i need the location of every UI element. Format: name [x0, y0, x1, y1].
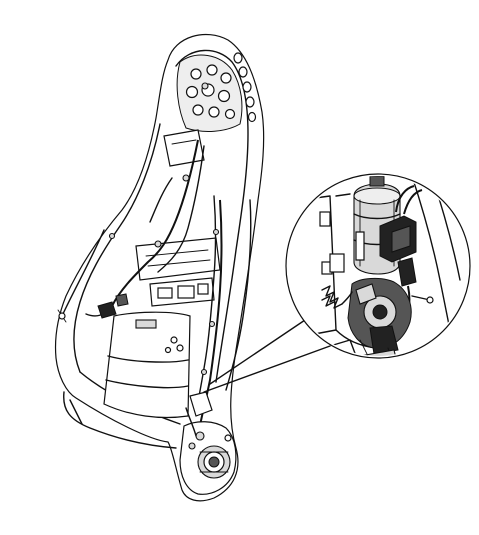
- callout-circle: [285, 173, 471, 359]
- callout-leader: [203, 317, 331, 393]
- recliner-gear: [347, 277, 412, 356]
- head-restraint-area: [176, 52, 257, 132]
- recliner-mechanism: [179, 391, 237, 495]
- wire-harness: [57, 139, 252, 427]
- return-spring: [321, 285, 353, 309]
